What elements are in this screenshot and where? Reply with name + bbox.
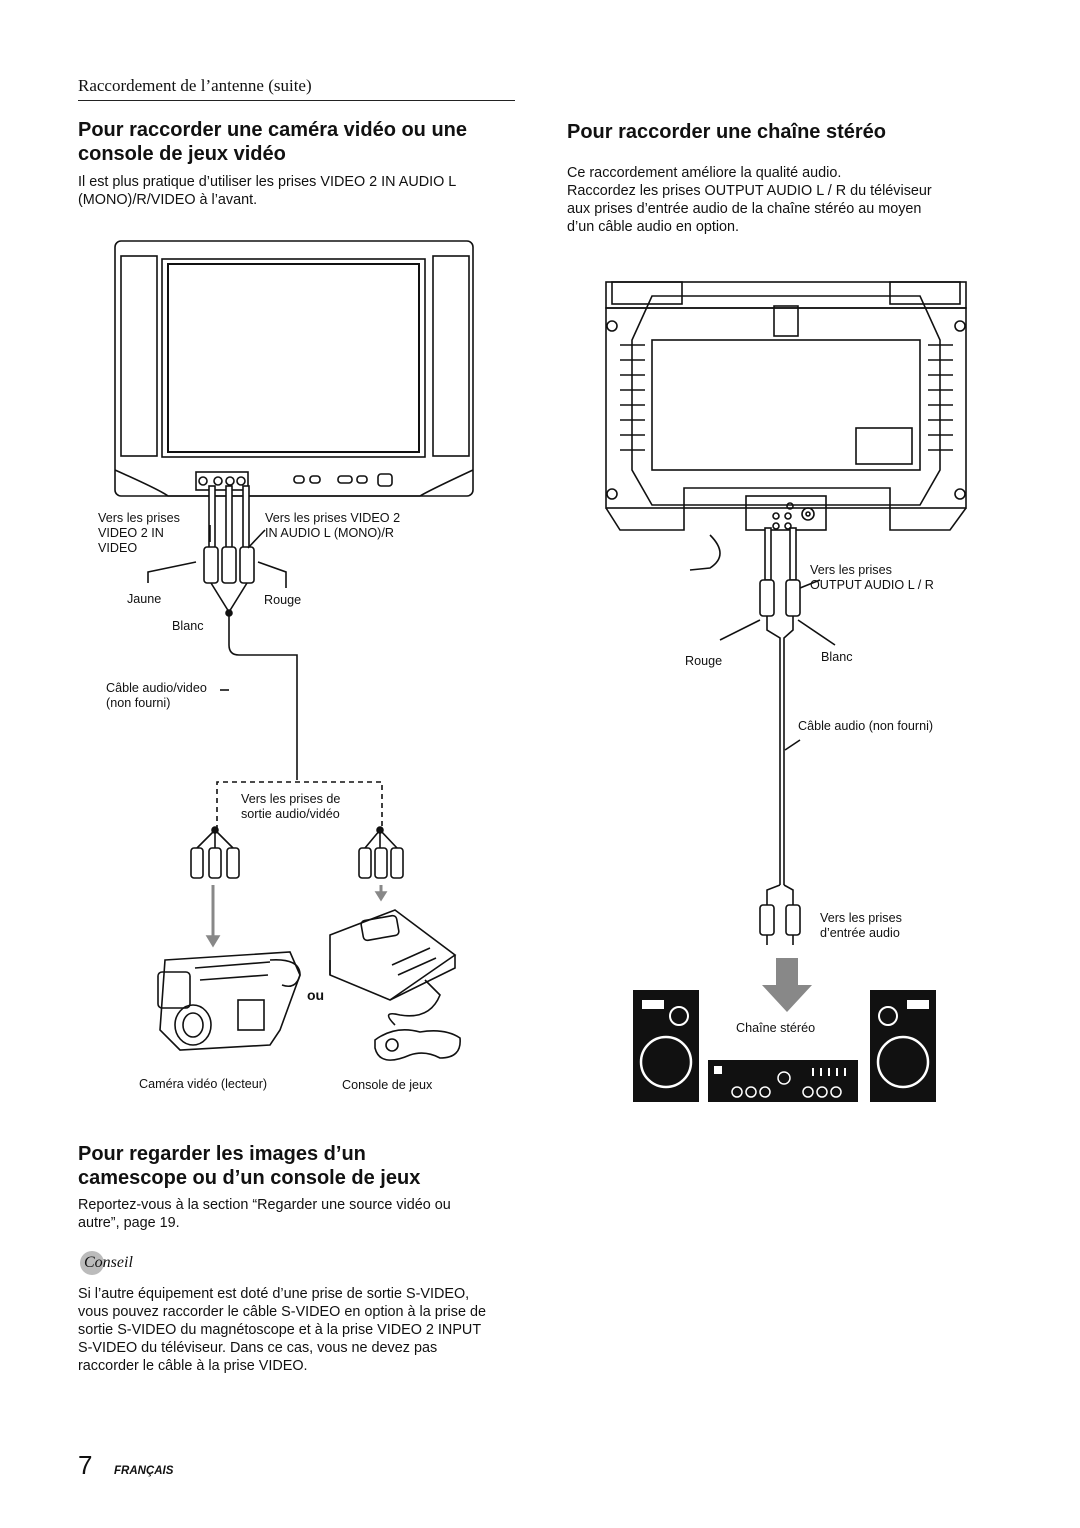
- tv-front-illustration: [114, 240, 474, 948]
- label-red: Rouge: [685, 654, 723, 668]
- intro-line: aux prises d’entrée audio de la chaîne s…: [567, 201, 922, 217]
- tip-line: sortie S-VIDEO du magnétoscope et à la p…: [78, 1322, 482, 1338]
- tip-label: Conseil: [84, 1254, 133, 1271]
- tip-text: Si l’autre équipement est doté d’une pri…: [78, 1285, 528, 1375]
- label-output-audio: Vers les prises OUTPUT AUDIO L / R: [810, 563, 934, 593]
- intro-line: Raccordez les prises OUTPUT AUDIO L / R …: [567, 183, 932, 199]
- label-white: Blanc: [821, 650, 853, 664]
- camcorder-intro: Il est plus pratique d’utiliser les pris…: [78, 173, 523, 209]
- label-console: Console de jeux: [342, 1078, 433, 1092]
- label-line: Vers les prises: [820, 911, 902, 925]
- label-video-jacks: Vers les prises VIDEO 2 IN VIDEO: [98, 511, 180, 556]
- label-line: Vers les prises: [98, 511, 180, 525]
- label-line: sortie audio/vidéo: [241, 807, 340, 821]
- camcorder-section: Pour raccorder une caméra vidéo ou une c…: [78, 118, 518, 166]
- label-av-out: Vers les prises de sortie audio/vidéo: [241, 792, 340, 822]
- label-audio-input: Vers les prises d’entrée audio: [820, 911, 902, 941]
- label-line: Vers les prises VIDEO 2: [265, 511, 401, 525]
- heading-line: Pour regarder les images d’un: [78, 1143, 366, 1165]
- intro-line: Ce raccordement améliore la qualité audi…: [567, 165, 842, 181]
- tip-icon: [80, 1251, 104, 1275]
- label-line: (non fourni): [106, 696, 171, 710]
- view-section: Pour regarder les images d’un camescope …: [78, 1142, 528, 1190]
- label-av-cable: Câble audio/video (non fourni): [106, 681, 207, 711]
- footer-language: FRANÇAIS: [114, 1465, 174, 1477]
- label-line: d’entrée audio: [820, 926, 900, 940]
- label-camcorder: Caméra vidéo (lecteur): [139, 1077, 268, 1091]
- label-yellow: Jaune: [127, 592, 162, 606]
- tip-line: Si l’autre équipement est doté d’une pri…: [78, 1286, 470, 1302]
- label-line: Vers les prises de: [241, 792, 341, 806]
- label-line: Vers les prises: [810, 563, 892, 577]
- heading-line: console de jeux vidéo: [78, 143, 286, 165]
- stereo-intro: Ce raccordement améliore la qualité audi…: [567, 164, 1017, 236]
- heading-line: Pour raccorder une caméra vidéo ou une: [78, 119, 468, 141]
- label-line: VIDEO 2 IN: [98, 526, 164, 540]
- view-heading: Pour regarder les images d’un camescope …: [78, 1142, 528, 1190]
- camcorder-heading: Pour raccorder une caméra vidéo ou une c…: [78, 118, 518, 166]
- label-line: Câble audio/video: [106, 681, 207, 695]
- label-stereo: Chaîne stéréo: [736, 1021, 816, 1035]
- page-reference: Reportez-vous à la section “Regarder une…: [78, 1196, 523, 1232]
- down-arrow-icon: [762, 958, 812, 1012]
- stereo-heading: Pour raccorder une chaîne stéréo: [567, 121, 887, 143]
- camcorder-illustration: [157, 951, 301, 1051]
- intro-line: Il est plus pratique d’utiliser les pris…: [78, 174, 457, 190]
- label-line: IN AUDIO L (MONO)/R: [265, 526, 394, 540]
- game-console-illustration: [329, 909, 461, 1061]
- ref-line: autre”, page 19.: [78, 1215, 180, 1231]
- section-header: Raccordement de l’antenne (suite): [78, 76, 515, 101]
- intro-line: (MONO)/R/VIDEO à l’avant.: [78, 192, 258, 208]
- label-line: VIDEO: [98, 541, 138, 555]
- label-or: ou: [307, 987, 325, 1003]
- heading-line: camescope ou d’un console de jeux: [78, 1167, 421, 1189]
- label-audio-cable: Câble audio (non fourni): [798, 719, 934, 733]
- stereo-system-illustration: [633, 990, 936, 1102]
- page-number: 7: [78, 1450, 93, 1480]
- label-red: Rouge: [264, 593, 302, 607]
- tip-line: raccorder le câble à la prise VIDEO.: [78, 1358, 308, 1374]
- label-line: OUTPUT AUDIO L / R: [810, 578, 934, 592]
- tip-line: vous pouvez raccorder le câble S-VIDEO e…: [78, 1304, 486, 1320]
- ref-line: Reportez-vous à la section “Regarder une…: [78, 1197, 451, 1213]
- intro-line: d’un câble audio en option.: [567, 219, 740, 235]
- label-white: Blanc: [172, 619, 204, 633]
- label-audio-jacks: Vers les prises VIDEO 2 IN AUDIO L (MONO…: [265, 511, 400, 541]
- tv-rear-illustration: [605, 281, 967, 945]
- tip-line: S-VIDEO du téléviseur. Dans ce cas, vous…: [78, 1340, 438, 1356]
